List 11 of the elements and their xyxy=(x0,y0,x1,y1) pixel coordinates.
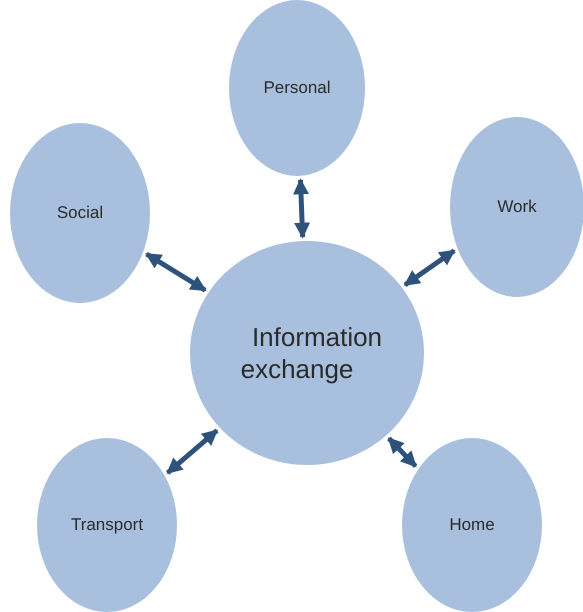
node-label: Personal xyxy=(263,78,331,98)
node-label: Home xyxy=(449,515,495,534)
double-arrow xyxy=(166,428,219,475)
node-label: Information exchange xyxy=(240,322,382,384)
node-label: Transport xyxy=(70,515,144,534)
double-arrow xyxy=(293,178,310,239)
double-arrow xyxy=(387,436,418,468)
double-arrow xyxy=(404,248,456,287)
double-arrow xyxy=(145,252,207,292)
node-label: Work xyxy=(497,197,537,216)
node-label: Social xyxy=(56,203,104,222)
